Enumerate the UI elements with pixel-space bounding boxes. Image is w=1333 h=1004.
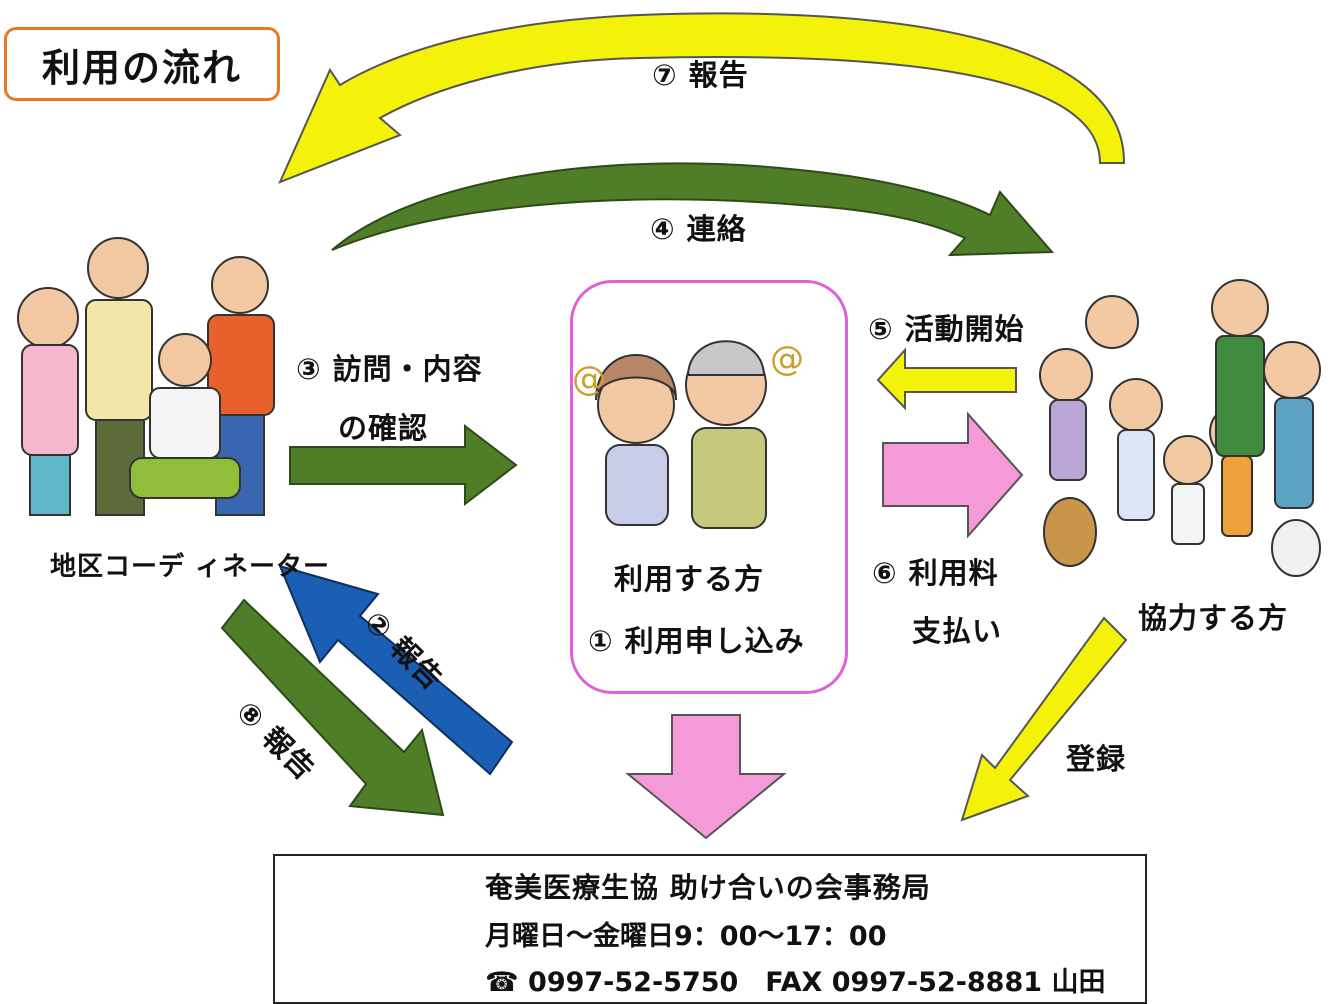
- arrow-step4-contact: [331, 162, 1055, 257]
- office-info-box: 奄美医療生協 助け合いの会事務局 月曜日〜金曜日9：00〜17：00 ☎ 099…: [273, 854, 1147, 1004]
- step7-label: ⑦ 報告: [652, 58, 749, 92]
- step6-label-line1: ⑥ 利用料: [872, 556, 999, 590]
- arrow-step7-report: [278, 12, 1126, 184]
- user-illustration: @ @: [572, 339, 804, 529]
- step6-label-line2: 支払い: [912, 614, 1003, 648]
- user-apply-label: ① 利用申し込み: [588, 624, 805, 658]
- arrow-step2-report: [278, 564, 514, 776]
- office-contact: ☎ 0997-52-5750 FAX 0997-52-8881 山田: [485, 967, 1106, 998]
- arrow-step6-fee: [882, 411, 1024, 539]
- office-hours: 月曜日〜金曜日9：00〜17：00: [485, 921, 887, 952]
- register-label: 登録: [1066, 742, 1127, 776]
- arrow-step3-visit: [289, 423, 518, 507]
- arrow-step5-start: [876, 347, 1017, 411]
- office-name: 奄美医療生協 助け合いの会事務局: [485, 871, 931, 904]
- page-title: 利用の流れ: [4, 27, 280, 101]
- user-label: 利用する方: [614, 562, 765, 596]
- helper-label: 協力する方: [1138, 601, 1289, 635]
- coordinator-illustration: [17, 237, 275, 516]
- step4-label: ④ 連絡: [650, 212, 747, 246]
- helper-illustration: [1039, 279, 1321, 577]
- svg-text:@: @: [572, 359, 606, 399]
- arrow-register: [960, 616, 1128, 822]
- arrow-step8-report: [220, 598, 445, 817]
- user-box: [570, 280, 848, 694]
- svg-text:@: @: [770, 339, 804, 379]
- step5-label: ⑤ 活動開始: [868, 312, 1025, 346]
- coordinator-label: 地区コーデ ィネーター: [50, 552, 331, 582]
- step3-label-line2: の確認: [338, 411, 429, 445]
- arrow-apply-down: [625, 714, 787, 840]
- step3-label-line1: ③ 訪問・内容: [296, 352, 483, 386]
